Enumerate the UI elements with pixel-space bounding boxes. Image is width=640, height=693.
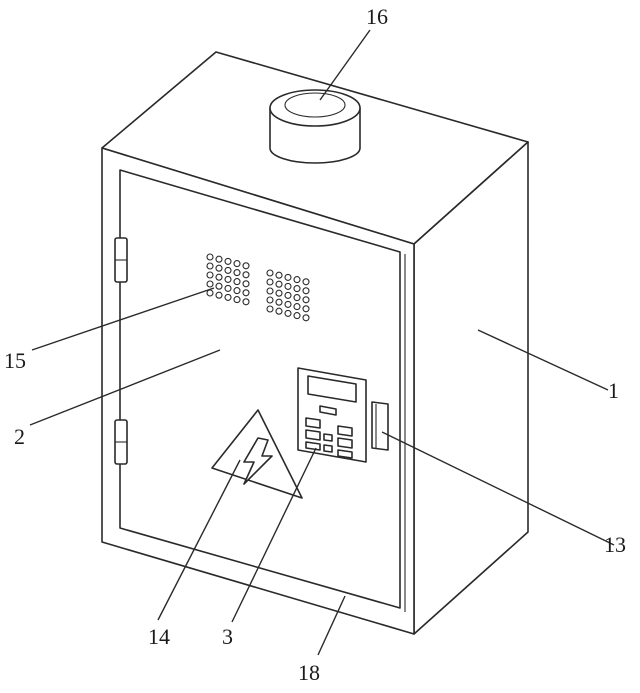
vent-hole — [224, 293, 232, 301]
top-vent-fan — [269, 89, 361, 164]
lightning-bolt-icon — [243, 437, 273, 485]
vent-hole — [275, 298, 283, 306]
vent-hole — [284, 309, 292, 317]
vent-hole — [242, 289, 250, 297]
vent-hole — [302, 287, 310, 295]
leader-15 — [31, 287, 215, 351]
leader-3 — [231, 447, 317, 623]
vent-hole — [302, 314, 310, 322]
panel-display — [307, 375, 357, 403]
cabinet-door — [119, 169, 406, 612]
vent-hole — [284, 300, 292, 308]
vent-hole — [266, 269, 274, 277]
vent-hole — [233, 260, 241, 268]
vent-hole — [215, 264, 223, 272]
vent-hole — [302, 296, 310, 304]
vent-hole — [275, 280, 283, 288]
callout-14: 14 — [148, 624, 170, 649]
door-hinges — [114, 237, 128, 465]
callout-15: 15 — [4, 348, 26, 373]
vent-hole — [302, 278, 310, 286]
vent-hole — [224, 284, 232, 292]
vent-holes-left — [206, 253, 250, 306]
vent-hole — [215, 273, 223, 281]
vent-hole — [242, 271, 250, 279]
vent-hole — [293, 294, 301, 302]
panel-keypad — [305, 417, 353, 459]
vent-hole — [275, 271, 283, 279]
vent-hole — [224, 275, 232, 283]
vent-hole — [266, 296, 274, 304]
callout-2: 2 — [14, 424, 25, 449]
vent-hole — [293, 276, 301, 284]
vent-hole — [224, 266, 232, 274]
callout-3: 3 — [222, 624, 233, 649]
vent-hole — [266, 287, 274, 295]
vent-hole — [206, 253, 214, 261]
leader-lines — [29, 29, 615, 656]
vent-hole — [215, 291, 223, 299]
leader-14 — [157, 459, 241, 621]
vent-hole — [266, 278, 274, 286]
vent-hole — [233, 269, 241, 277]
vent-hole — [302, 305, 310, 313]
vent-hole — [266, 305, 274, 313]
callout-13: 13 — [604, 532, 626, 557]
panel-button — [319, 405, 337, 416]
leader-16 — [319, 29, 371, 101]
leader-13 — [381, 431, 615, 546]
vent-hole — [293, 285, 301, 293]
vent-hole — [284, 282, 292, 290]
vent-hole — [206, 271, 214, 279]
vent-hole — [233, 287, 241, 295]
leader-2 — [29, 349, 221, 426]
callout-16: 16 — [366, 4, 388, 29]
vent-hole — [233, 278, 241, 286]
leader-18 — [317, 595, 346, 656]
vent-hole — [206, 262, 214, 270]
vent-hole — [215, 255, 223, 263]
vent-hole — [233, 296, 241, 304]
callout-1: 1 — [608, 378, 619, 403]
vent-hole — [242, 298, 250, 306]
vent-hole — [275, 307, 283, 315]
vent-hole — [224, 257, 232, 265]
door-panel — [119, 169, 401, 609]
vent-holes-right — [266, 269, 310, 322]
vent-hole — [215, 282, 223, 290]
vent-hole — [293, 303, 301, 311]
vent-hole — [242, 262, 250, 270]
callout-18: 18 — [298, 660, 320, 685]
door-handle — [371, 401, 389, 451]
vent-hole — [206, 280, 214, 288]
vent-hole — [275, 289, 283, 297]
callout-labels: 16 15 2 1 13 14 3 18 — [4, 4, 626, 685]
leader-1 — [477, 329, 609, 391]
high-voltage-warning-sign — [211, 409, 303, 499]
vent-hole — [242, 280, 250, 288]
vent-hole — [284, 291, 292, 299]
vent-hole — [284, 273, 292, 281]
vent-hole — [293, 312, 301, 320]
control-panel — [297, 367, 367, 463]
